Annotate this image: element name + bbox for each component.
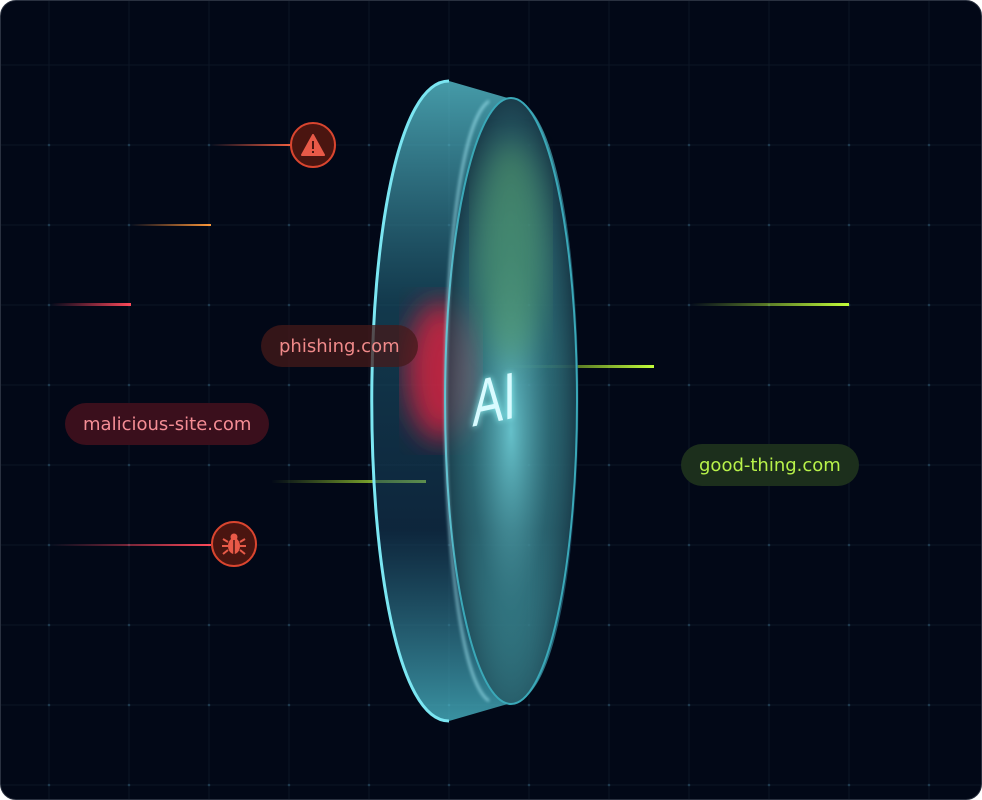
threat-streak [51,544,211,546]
threat-streak [211,144,291,146]
grid-dot [47,783,51,787]
domain-pill-malicious: malicious-site.com [65,403,270,445]
grid-dot [927,623,931,627]
grid-dot [767,543,771,547]
grid-dot [447,783,451,787]
grid-dot [687,623,691,627]
grid-dot [607,383,611,387]
grid-dot [607,623,611,627]
grid-dot [607,303,611,307]
grid-dot [687,383,691,387]
grid-dot [687,303,691,307]
grid-dot [127,143,131,147]
grid-dot [927,223,931,227]
grid-dot [687,543,691,547]
grid-dot [927,143,931,147]
grid-dot [207,703,211,707]
grid-dot [767,143,771,147]
grid-dot [607,143,611,147]
grid-dot [687,703,691,707]
safe-streak [271,480,426,483]
grid-dot [287,623,291,627]
grid-dot [287,703,291,707]
grid-dot [127,223,131,227]
domain-pill-phishing: phishing.com [261,325,418,367]
grid-dot [767,623,771,627]
ai-label: AI [472,357,517,441]
grid-dot [47,543,51,547]
grid-dot [527,783,531,787]
grid-dot [607,543,611,547]
grid-dot [127,463,131,467]
grid-dot [47,463,51,467]
grid-dot [127,383,131,387]
grid-dot [127,783,131,787]
grid-dot [47,143,51,147]
grid-dot [367,223,371,227]
grid-dot [847,543,851,547]
threat-streak [131,224,211,226]
grid-dot [927,703,931,707]
grid-dot [287,783,291,787]
grid-dot [367,303,371,307]
grid-dot [847,703,851,707]
grid-dot [367,623,371,627]
grid-dot [287,303,291,307]
grid-dot [367,143,371,147]
green-glow [476,141,546,361]
grid-dot [207,623,211,627]
grid-dot [207,463,211,467]
grid-dot [127,703,131,707]
grid-dot [767,383,771,387]
lens-edge [370,79,450,723]
threat-streak [51,303,131,306]
grid-dot [207,143,211,147]
grid-dot [287,543,291,547]
grid-dot [47,623,51,627]
grid-dot [927,463,931,467]
grid-dot [47,703,51,707]
lens-inner-edge [444,100,490,702]
grid-dot [767,223,771,227]
grid-dot [927,783,931,787]
grid-dot [367,783,371,787]
grid-dot [207,783,211,787]
grid-dot [367,383,371,387]
grid-dot [127,623,131,627]
grid-dot [607,783,611,787]
grid-dot [287,223,291,227]
grid-dot [287,463,291,467]
grid-dot [47,223,51,227]
grid-dot [607,223,611,227]
grid-dot [687,783,691,787]
grid-dot [847,383,851,387]
grid-dot [287,383,291,387]
grid-dot [367,543,371,547]
grid-dot [47,303,51,307]
grid-dot [927,383,931,387]
grid-dot [607,463,611,467]
grid-dot [927,543,931,547]
grid-dot [47,383,51,387]
grid-dot [687,223,691,227]
grid-dot [847,223,851,227]
grid-dot [207,383,211,387]
warning-icon [290,122,336,168]
grid-dot [767,703,771,707]
domain-pill-good: good-thing.com [681,444,859,486]
grid-dot [367,463,371,467]
grid-dot [847,623,851,627]
grid-dot [847,783,851,787]
grid-dot [607,703,611,707]
grid-dot [847,143,851,147]
grid-dot [927,303,931,307]
grid-dot [367,703,371,707]
grid-dot [767,783,771,787]
safe-streak [691,303,849,306]
grid-dot [527,703,531,707]
grid-dot [207,303,211,307]
bug-icon [211,521,257,567]
grid-dot [687,143,691,147]
